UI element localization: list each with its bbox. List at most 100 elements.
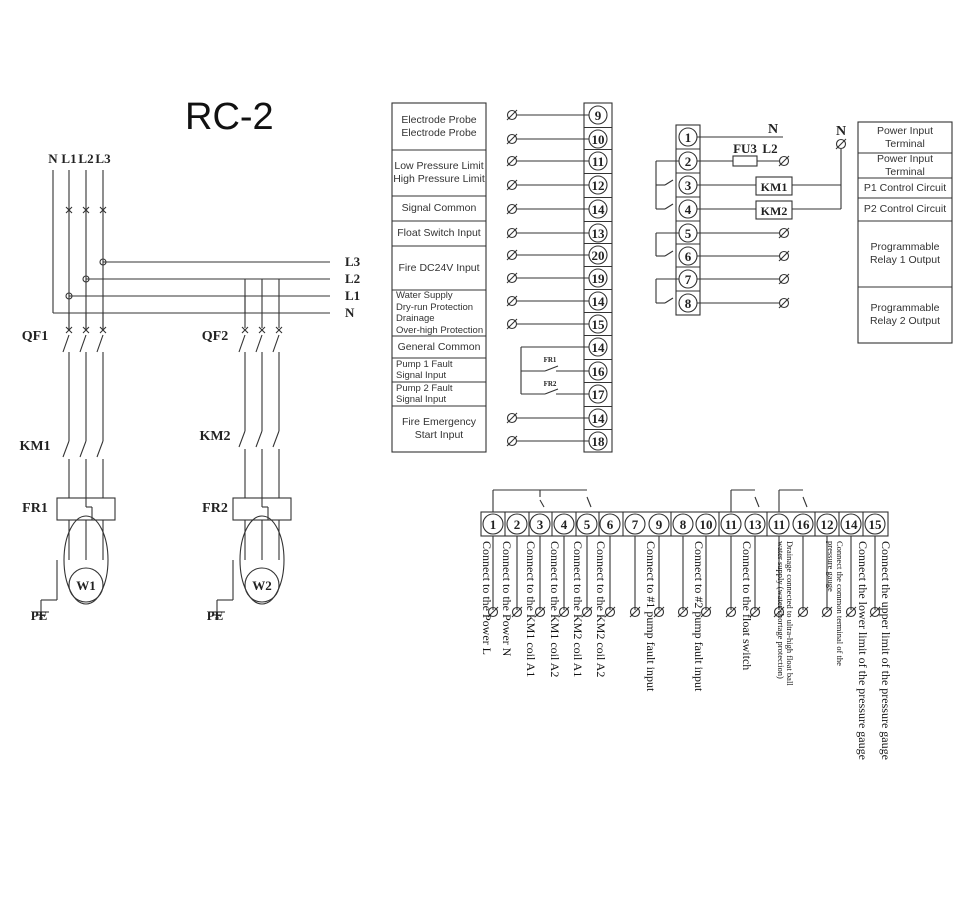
signal-label-8: Pump 2 Fault Signal Input xyxy=(396,382,453,406)
relay-contact xyxy=(754,496,760,508)
screw-terminal-icon xyxy=(653,606,665,618)
relay-contact xyxy=(539,499,545,508)
bottom-terminal-5 xyxy=(576,513,598,535)
bottom-terminal-9 xyxy=(648,513,670,535)
bottom-terminal-7 xyxy=(624,513,646,535)
terminal-number: 3 xyxy=(537,517,544,532)
screw-terminal-icon xyxy=(604,606,616,618)
bottom-terminal-6 xyxy=(599,513,621,535)
bottom-terminal-13 xyxy=(744,513,766,535)
control-label-5: Programmable Relay 2 Output xyxy=(869,302,941,327)
screw-terminal-icon xyxy=(487,606,499,618)
bus-label: L2 xyxy=(345,271,360,286)
terminal-number: 16 xyxy=(797,517,811,532)
screw-terminal-icon xyxy=(506,109,518,121)
screw-terminal-icon xyxy=(506,155,518,167)
terminal-number: 9 xyxy=(595,108,602,123)
screw-terminal-icon xyxy=(506,227,518,239)
screw-terminal-icon xyxy=(835,138,847,150)
wire xyxy=(275,326,283,334)
control-label-2: P1 Control Circuit xyxy=(863,181,947,194)
wire xyxy=(99,326,107,334)
bus-label: N xyxy=(345,305,355,320)
junction-dot xyxy=(82,275,90,283)
screw-terminal-icon xyxy=(778,297,790,309)
signal-label-0: Electrode Probe Electrode Probe xyxy=(401,113,477,139)
contactor-contact xyxy=(238,430,246,448)
screw-terminal-icon xyxy=(773,606,785,618)
bottom-terminal-2 xyxy=(506,513,528,535)
signal-label-7: Pump 1 Fault Signal Input xyxy=(396,358,453,382)
relay-contact xyxy=(664,179,674,186)
wire xyxy=(258,326,266,334)
screw-terminal-icon xyxy=(778,250,790,262)
breaker-mark xyxy=(65,206,73,214)
screw-terminal-icon xyxy=(506,109,518,121)
signal-label-4: Fire DC24V Input xyxy=(398,261,480,274)
screw-terminal-icon xyxy=(778,273,790,285)
screw-terminal-icon xyxy=(506,133,518,145)
screw-terminal-icon xyxy=(506,435,518,447)
screw-terminal-icon xyxy=(581,606,593,618)
screw-terminal-icon xyxy=(506,179,518,191)
terminal-number: 15 xyxy=(592,317,606,332)
screw-terminal-icon xyxy=(629,606,641,618)
screw-terminal-icon xyxy=(725,606,737,618)
terminal-number: 19 xyxy=(592,271,606,286)
screw-terminal-icon xyxy=(677,606,689,618)
n-label: N xyxy=(768,122,778,137)
screw-terminal-icon xyxy=(506,133,518,145)
control-terminal-strip xyxy=(675,124,701,316)
screw-terminal-icon xyxy=(778,227,790,239)
terminal-description-10: Connect the common terminal of the press… xyxy=(826,541,845,666)
bottom-terminal-strip xyxy=(480,511,889,537)
relay-contact xyxy=(664,250,674,257)
branch2-motor-icon xyxy=(244,567,280,603)
bottom-terminal-11 xyxy=(768,513,790,535)
terminal-number: 2 xyxy=(685,154,692,169)
bottom-terminal-15 xyxy=(864,513,886,535)
terminal-number: 15 xyxy=(869,517,883,532)
screw-terminal-icon xyxy=(845,606,857,618)
screw-terminal-icon xyxy=(558,606,570,618)
terminal-number: 11 xyxy=(725,517,737,532)
terminal-number: 1 xyxy=(685,130,692,145)
ground-label: PE xyxy=(207,608,224,623)
breaker-contact xyxy=(96,334,104,353)
control-label-1: Power Input Terminal xyxy=(876,152,934,178)
screw-terminal-icon xyxy=(749,606,761,618)
bottom-terminal-8 xyxy=(672,513,694,535)
breaker-mark xyxy=(82,206,90,214)
terminal-number: 4 xyxy=(561,517,568,532)
bottom-terminal-1 xyxy=(482,513,504,535)
terminal-description-4: Connect to the KM2 coil A1 xyxy=(571,541,585,678)
relay-contact xyxy=(664,297,674,304)
screw-terminal-icon xyxy=(821,606,833,618)
screw-terminal-icon xyxy=(506,412,518,424)
fault-contact xyxy=(544,388,559,395)
terminal-number: 8 xyxy=(680,517,687,532)
screw-terminal-icon xyxy=(506,295,518,307)
km2-coil xyxy=(755,200,793,220)
screw-terminal-icon xyxy=(506,179,518,191)
screw-terminal-icon xyxy=(869,606,881,618)
breaker-mark xyxy=(99,206,107,214)
supply-label-l2: L2 xyxy=(78,151,93,166)
fuse-label: FU3 xyxy=(733,141,757,156)
breaker-contact xyxy=(238,334,246,353)
terminal-number: 16 xyxy=(592,364,606,379)
terminal-description-8: Connect to the float switch xyxy=(740,541,754,671)
overload-relay-label: FR1 xyxy=(22,501,48,516)
terminal-number: 12 xyxy=(592,178,605,193)
screw-terminal-icon xyxy=(506,249,518,261)
motor-label: W2 xyxy=(252,578,272,593)
branch1-motor-icon xyxy=(68,567,104,603)
breaker-contact xyxy=(255,334,263,353)
relay-contact xyxy=(802,496,808,508)
screw-terminal-icon xyxy=(506,318,518,330)
diagram-title: RC-2 xyxy=(185,96,274,138)
terminal-number: 14 xyxy=(592,202,606,217)
breaker-contact xyxy=(62,334,70,353)
